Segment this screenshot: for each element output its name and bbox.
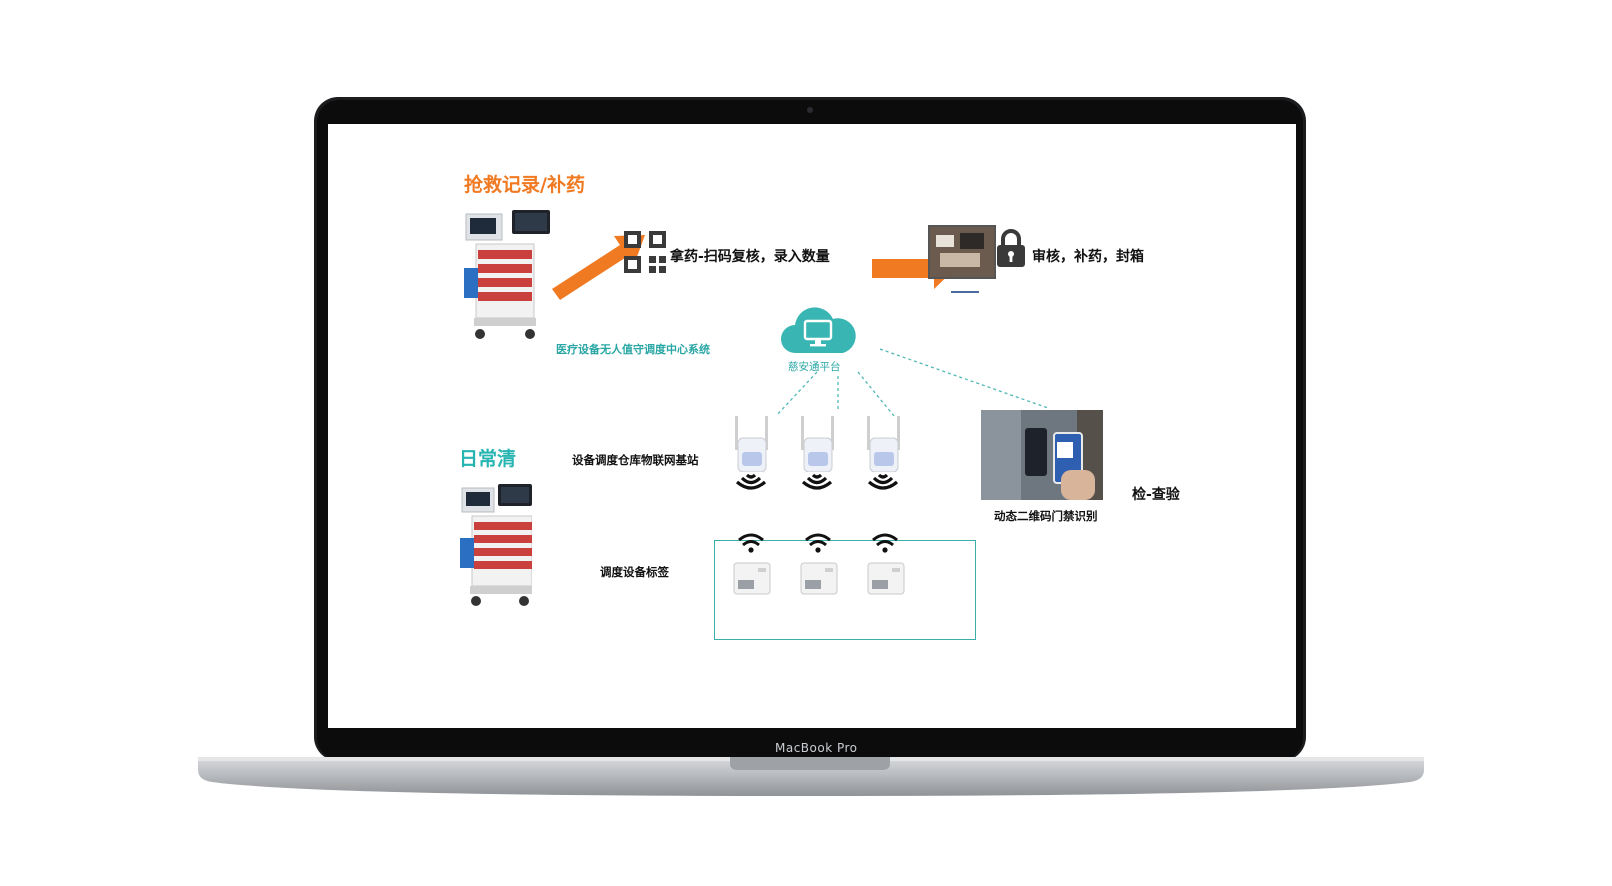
screen: 抢救记录/补药 拿药-扫码复核，录入数量 审核，补药，封箱 医: [328, 124, 1296, 728]
router-icon: [867, 416, 900, 472]
title-daily: 日常清: [459, 448, 517, 470]
tag-device-icon: [800, 562, 838, 595]
title-rescue: 抢救记录/补药: [464, 174, 585, 196]
arrow-diagonal: [552, 235, 645, 300]
signal-icon: [735, 474, 767, 490]
door-access-label: 动态二维码门禁识别: [994, 509, 1098, 523]
step-audit-label: 审核，补药，封箱: [1032, 249, 1144, 265]
base-station-label: 设备调度仓库物联网基站: [572, 453, 699, 467]
laptop-brand-label: MacBook Pro: [775, 741, 858, 755]
title-daily-suffix: 检-查验: [1132, 487, 1180, 503]
wifi-icon: [805, 533, 831, 553]
cart-icon: [464, 210, 550, 339]
cart-icon: [460, 484, 532, 606]
door-access-photo: [981, 410, 1103, 500]
signal-icon: [867, 474, 899, 490]
step-scan-label: 拿药-扫码复核，录入数量: [670, 249, 830, 265]
tag-device-icon: [733, 562, 771, 595]
drawer-photo: [928, 225, 996, 279]
router-icon: [735, 416, 768, 472]
lock-icon: [997, 229, 1025, 267]
signal-icon: [801, 474, 833, 490]
qr-code-icon: [624, 231, 666, 273]
router-icon: [801, 416, 834, 472]
wifi-icon: [872, 533, 898, 553]
tag-device-group: [714, 540, 976, 640]
system-name: 医疗设备无人值守调度中心系统: [556, 343, 710, 356]
tag-label: 调度设备标签: [600, 565, 669, 579]
platform-name: 慈安通平台: [788, 361, 841, 373]
cloud-monitor-icon: [781, 307, 856, 353]
tag-device-icon: [867, 562, 905, 595]
wifi-icon: [738, 533, 764, 553]
